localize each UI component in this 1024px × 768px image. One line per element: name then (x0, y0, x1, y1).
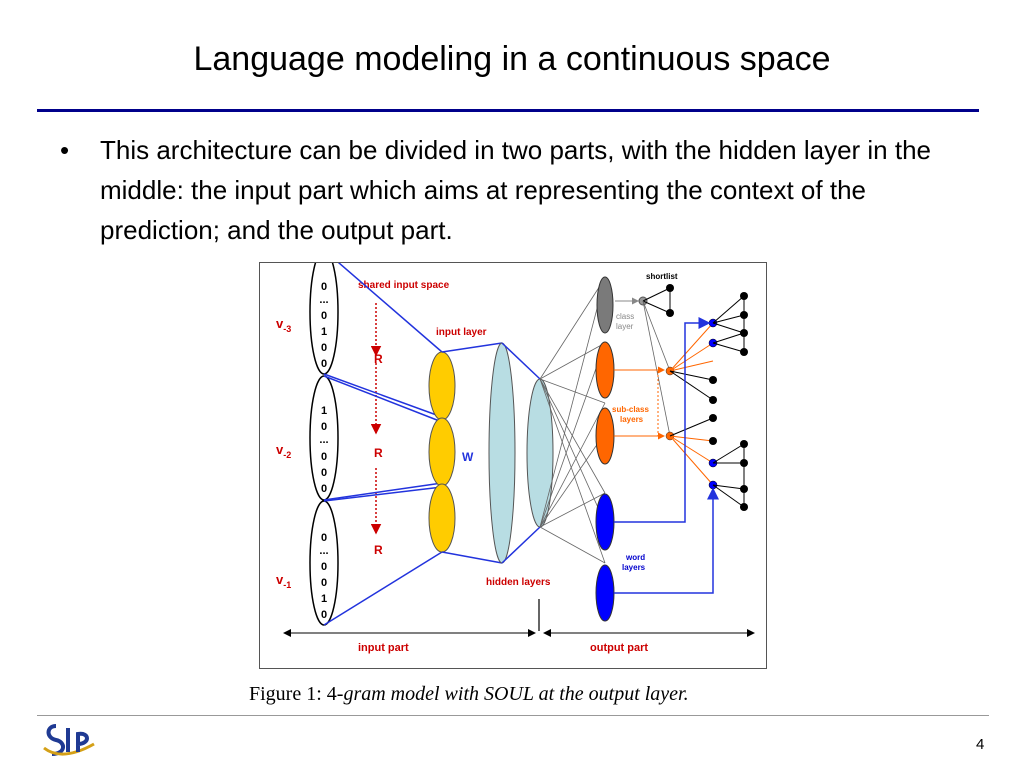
label-word-layers: layers (622, 563, 646, 572)
vec-digit: 0 (321, 451, 327, 463)
vec-digit: 0 (321, 532, 327, 544)
label-input-layer: input layer (436, 327, 487, 338)
bullet-list: • This architecture can be divided in tw… (60, 130, 980, 250)
label-sub-class: sub-class (612, 405, 649, 414)
projection-nodes: input layer (428, 327, 487, 553)
vec-digit: 0 (321, 281, 327, 293)
slide-title: Language modeling in a continuous space (193, 40, 831, 78)
logo-s (46, 724, 65, 756)
logo-p (76, 731, 89, 752)
word-layer-node (595, 564, 615, 622)
page-number: 4 (976, 736, 985, 753)
label-layer: layer (616, 322, 634, 331)
label-v1: v-1 (276, 572, 291, 590)
vec-digit: 0 (321, 310, 327, 322)
vec-digit: 1 (321, 593, 327, 605)
bullet-dot-icon: • (60, 135, 70, 165)
footer-divider (37, 715, 989, 716)
label-output-part: output part (590, 642, 648, 654)
vec-digit: ... (319, 434, 328, 446)
logo-swoosh (43, 742, 95, 756)
caption-prefix: Figure 1: 4- (249, 683, 344, 705)
vec-digit: 0 (321, 577, 327, 589)
word-layer-node (595, 493, 615, 551)
word-feedback-arrows (614, 317, 719, 594)
label-input-part: input part (358, 642, 409, 654)
label-hidden-layers: hidden layers (486, 577, 551, 588)
vec-digit: 0 (321, 561, 327, 573)
hidden-layers: hidden layers (486, 342, 554, 588)
architecture-figure: 0 ... 0 1 0 0 1 0 ... 0 0 0 0 ... 0 0 1 … (259, 262, 767, 669)
label-v3: v-3 (276, 316, 291, 334)
label-class: class (616, 312, 634, 321)
shortlist-tree: shortlist (615, 272, 678, 437)
vec-digit: 0 (321, 467, 327, 479)
label-shared-input-space: shared input space (358, 280, 450, 291)
label-v2: v-2 (276, 442, 291, 460)
label-r: R (374, 352, 383, 366)
vec-digit: 0 (321, 421, 327, 433)
label-sub-class-layers: layers (620, 415, 644, 424)
vec-digit: 0 (321, 358, 327, 370)
w-connections: W (441, 342, 503, 564)
label-word: word (625, 553, 645, 562)
vec-digit: 0 (321, 483, 327, 495)
label-shortlist: shortlist (646, 272, 678, 281)
vec-digit: ... (319, 545, 328, 557)
output-layers: class layer sub-class layers word layers (595, 276, 649, 622)
vec-digit: ... (319, 294, 328, 306)
sub-class-node (595, 407, 615, 465)
input-vectors: 0 ... 0 1 0 0 1 0 ... 0 0 0 0 ... 0 0 1 … (276, 263, 339, 626)
label-r: R (374, 543, 383, 557)
label-r: R (374, 446, 383, 460)
figure-caption: Figure 1: 4-gram model with SOUL at the … (249, 683, 689, 706)
title-divider (37, 109, 979, 112)
bullet-item: • This architecture can be divided in tw… (60, 130, 980, 250)
vec-digit: 0 (321, 342, 327, 354)
sub-class-node (595, 341, 615, 399)
vec-digit: 1 (321, 326, 327, 338)
vec-digit: 1 (321, 405, 327, 417)
architecture-diagram: 0 ... 0 1 0 0 1 0 ... 0 0 0 0 ... 0 0 1 … (276, 263, 755, 654)
part-labels: input part output part (283, 599, 755, 654)
class-layer-node (596, 276, 614, 334)
input-vector-v3 (309, 263, 339, 375)
shared-projection: R R R shared input space (358, 280, 450, 557)
bullet-text: This architecture can be divided in two … (100, 135, 932, 245)
label-w: W (462, 450, 474, 464)
output-connections (539, 277, 606, 564)
sub-class-trees (614, 292, 748, 511)
vec-digit: 0 (321, 609, 327, 621)
projection-lines (323, 263, 443, 626)
slp-logo-icon (43, 724, 95, 756)
caption-italic: gram model with SOUL at the output layer… (343, 683, 689, 705)
